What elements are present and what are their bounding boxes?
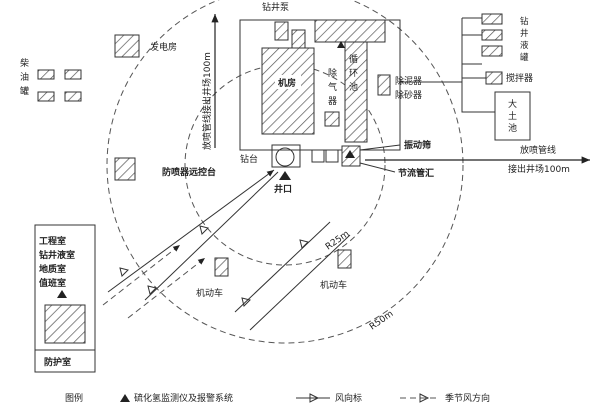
- desander-label: 除砂器: [395, 89, 422, 101]
- diesel-tank-label-1: 柴: [20, 57, 29, 69]
- mud-tank-label-1: 钻: [520, 16, 529, 27]
- vehicle-2-box: [337, 249, 352, 269]
- degasser-label-2: 气: [328, 81, 337, 93]
- blowout-pipe-right-label-1: 放喷管线: [520, 144, 556, 156]
- office-label-4: 值班室: [39, 277, 66, 289]
- protection-room-box: [34, 349, 96, 373]
- desilter-label: 除泥器: [395, 75, 422, 87]
- generator-room: [114, 34, 140, 58]
- blowout-pipe-right-label-2: 接出井场100m: [508, 163, 570, 175]
- drilling-pump-label: 钻井泵: [262, 1, 289, 13]
- earth-pit-box: [494, 91, 531, 141]
- legend-title: 图例: [65, 392, 83, 404]
- drilling-pumps: [274, 21, 306, 49]
- diesel-tank-label-2: 油: [20, 71, 29, 83]
- earth-pit-label-1: 大: [508, 98, 517, 110]
- legend-seasonal-wind-label: 季节风方向: [445, 392, 490, 404]
- shaker-connection: [311, 149, 339, 163]
- degasser-label-3: 器: [328, 96, 337, 107]
- office-hatched-block: [44, 304, 86, 344]
- wind-sign-lines: [107, 169, 351, 331]
- circulation-tank-side: [344, 41, 368, 143]
- mud-tank-label-4: 罐: [520, 52, 529, 63]
- bop-remote-label: 防喷器远控台: [162, 166, 216, 178]
- circulation-tank-top: [314, 19, 386, 43]
- h2s-monitor-icon: [337, 41, 345, 48]
- seasonal-wind-arrows: [102, 244, 206, 319]
- earth-pit-link: [461, 64, 495, 113]
- choke-h2s-monitor-icon: [345, 150, 355, 158]
- shale-shaker-label: 振动筛: [404, 139, 431, 151]
- vehicle-1-label: 机动车: [196, 287, 223, 299]
- engine-room: [261, 47, 315, 135]
- mud-tank-frame: [461, 17, 482, 65]
- choke-manifold-leader: [359, 162, 396, 173]
- circulation-tank-label-1: 循: [349, 53, 358, 65]
- mud-tank-label-3: 液: [520, 40, 529, 51]
- office-label-2: 钻井液室: [39, 249, 75, 261]
- legend-h2s-icon: [120, 394, 130, 402]
- generator-room-label: 发电房: [150, 41, 177, 53]
- bop-remote-box: [114, 157, 136, 181]
- legend-h2s-label: 硫化氢监测仪及报警系统: [134, 392, 233, 404]
- office-h2s-monitor-icon: [57, 290, 67, 298]
- legend-wind-sign-icon: [309, 393, 320, 403]
- legend-seasonal-wind-icon: [419, 393, 430, 403]
- mixer-box: [485, 71, 503, 85]
- office-label-1: 工程室: [39, 235, 66, 247]
- mud-tanks: [481, 13, 503, 57]
- vehicle-2-label: 机动车: [320, 279, 347, 291]
- circulation-tank-label-2: 环: [349, 68, 358, 79]
- mud-tank-label-2: 井: [520, 28, 529, 39]
- diesel-tanks: [37, 69, 82, 102]
- degasser-box: [324, 111, 340, 127]
- radius-25-label: R25m: [324, 229, 351, 252]
- legend: 图例 硫化氢监测仪及报警系统 风向标 季节风方向: [65, 392, 490, 404]
- legend-wind-sign-label: 风向标: [335, 392, 362, 404]
- earth-pit-label-2: 土: [508, 110, 517, 122]
- desilter-desander-box: [377, 74, 391, 96]
- degasser-label-1: 除: [328, 67, 337, 79]
- mixer-label: 搅拌器: [506, 72, 533, 84]
- shale-shaker-leader: [359, 144, 401, 151]
- protection-room-label: 防护室: [44, 356, 71, 368]
- wellhead-h2s-monitor-icon: [279, 171, 291, 180]
- radius-circle-50m: [106, 0, 464, 344]
- engine-room-label: 机房: [278, 77, 296, 89]
- rig-floor-label: 钻台: [240, 153, 258, 165]
- blowout-pipe-left-label: 放喷管线接出井场100m: [201, 52, 213, 150]
- office-label-3: 地质室: [39, 263, 66, 275]
- wellhead-label: 井口: [274, 183, 292, 195]
- wellhead-circle: [275, 147, 295, 167]
- rig-floor-box: [271, 144, 301, 168]
- choke-manifold-label: 节流管汇: [398, 167, 434, 179]
- radius-50-label: R50m: [368, 309, 395, 332]
- diesel-tank-label-3: 罐: [20, 85, 29, 97]
- vehicle-1-box: [214, 257, 229, 277]
- earth-pit-label-3: 池: [508, 122, 517, 134]
- circulation-tank-label-3: 池: [349, 81, 358, 93]
